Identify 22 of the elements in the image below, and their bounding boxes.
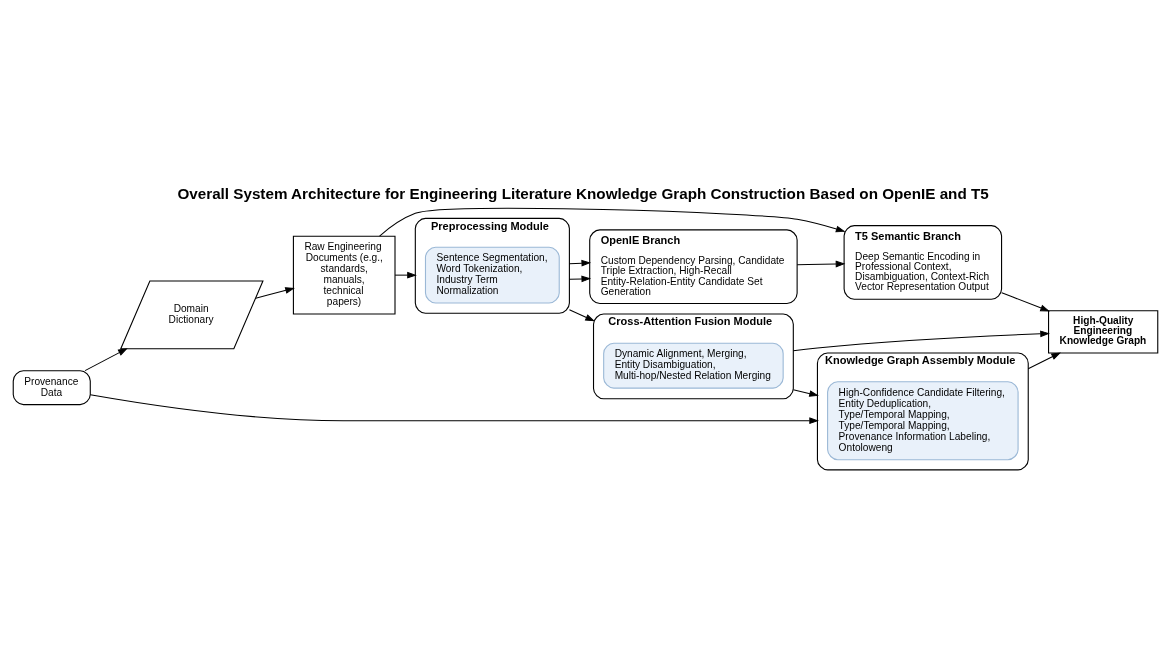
arrow <box>792 389 819 397</box>
arrow <box>1027 352 1061 370</box>
node-box: Dynamic Alignment, Merging, Entity Disambiguation, Multi-hop/Nested Relation Merging <box>603 342 784 389</box>
arrow <box>568 259 592 267</box>
node-box: Provenance Data <box>12 370 91 406</box>
arrow <box>568 309 595 322</box>
node-box: OpenIE Branch Custom Dependency Parsing, Candidate Triple Extraction, High-Recall Entity-Relation-Entity Candidate Set Generation <box>589 229 798 305</box>
arrow <box>394 271 417 279</box>
node-box: T5 Semantic Branch Deep Semantic Encoding in Professional Context, Disambiguation, Context-Rich Vector Representation Output <box>843 225 1003 300</box>
node-box: High-Quality Engineering Knowledge Graph <box>1048 310 1159 354</box>
node-box: High-Confidence Candidate Filtering, Entity Deduplication, Type/Temporal Mapping, Type/Temporal Mapping, Provenance Information Labeling, Ontoloweng <box>827 381 1019 461</box>
node-box: Raw Engineering Documents (e.g., standards, manuals, technical papers) <box>292 235 396 315</box>
node-box: Sentence Segmentation, Word Tokenization, Industry Term Normalization <box>424 246 560 304</box>
arrow <box>796 260 846 268</box>
arrow <box>792 330 1050 352</box>
arrow <box>255 287 295 299</box>
diagram-title: Overall System Architecture for Engineering Literature Knowledge Graph Construction Based on OpenIE and T5 <box>177 185 989 203</box>
arrow <box>379 207 846 237</box>
arrow <box>1001 292 1050 312</box>
arrow <box>89 394 819 425</box>
arrow <box>84 348 128 372</box>
arrow <box>568 275 592 283</box>
